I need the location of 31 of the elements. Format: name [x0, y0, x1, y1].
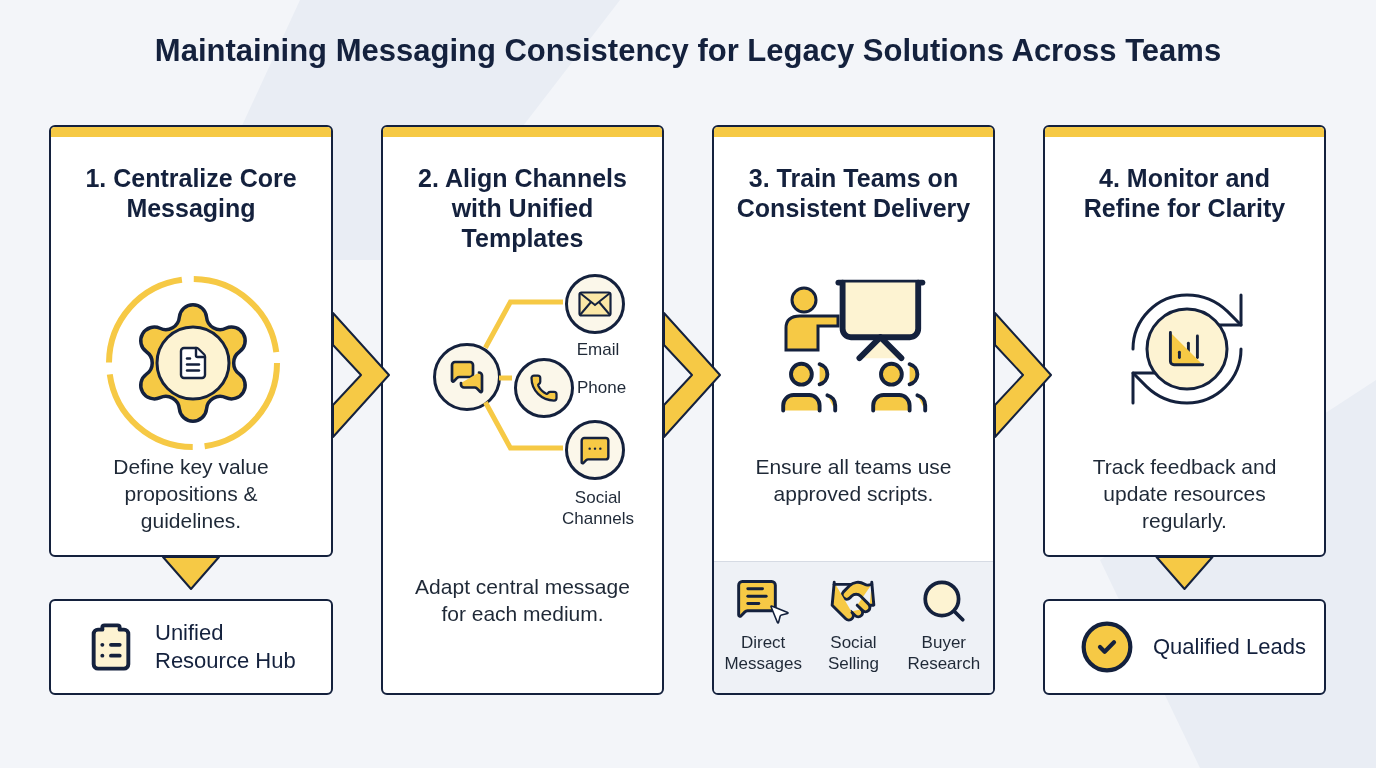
- practice-label: Social Selling: [826, 632, 880, 674]
- chevron-arrow: [994, 312, 1052, 438]
- step-heading: 2. Align Channels with Unified Templates: [417, 163, 628, 253]
- branch-line: [483, 299, 563, 349]
- chevron-arrow: [332, 312, 390, 438]
- step-card: [49, 125, 333, 557]
- step-heading: 1. Centralize Core Messaging: [84, 163, 298, 223]
- chevron-arrow: [663, 312, 721, 438]
- practice-label: Direct Messages: [723, 632, 803, 674]
- step-card: [1043, 125, 1326, 557]
- channel-label: Social Channels: [561, 487, 635, 529]
- practice-label: Buyer Research: [906, 632, 982, 674]
- step-description: Track feedback and update resources regularly.: [1091, 454, 1278, 534]
- step-description: Define key value propositions & guidelines.: [112, 454, 270, 534]
- diagram-title: Maintaining Messaging Consistency for Legacy Solutions Across Teams: [153, 32, 1223, 70]
- outcome-box: [49, 599, 333, 695]
- chevron-arrow: [162, 556, 220, 590]
- channel-label: Phone: [577, 377, 628, 398]
- step-card: [712, 125, 995, 695]
- step-description: Ensure all teams use approved scripts.: [754, 454, 953, 507]
- step-heading: 4. Monitor and Refine for Clarity: [1082, 163, 1287, 223]
- branch-line: [483, 401, 563, 451]
- step-description: Adapt central message for each medium.: [414, 574, 631, 627]
- outcome-label: Qualified Leads: [1153, 633, 1307, 661]
- outcome-box: [1043, 599, 1326, 695]
- outcome-label: Unified Resource Hub: [155, 619, 297, 675]
- channel-label: Email: [575, 339, 621, 360]
- branch-line: [499, 375, 512, 381]
- step-heading: 3. Train Teams on Consistent Delivery: [735, 163, 972, 223]
- step-card: [381, 125, 664, 695]
- chevron-arrow: [1155, 556, 1214, 590]
